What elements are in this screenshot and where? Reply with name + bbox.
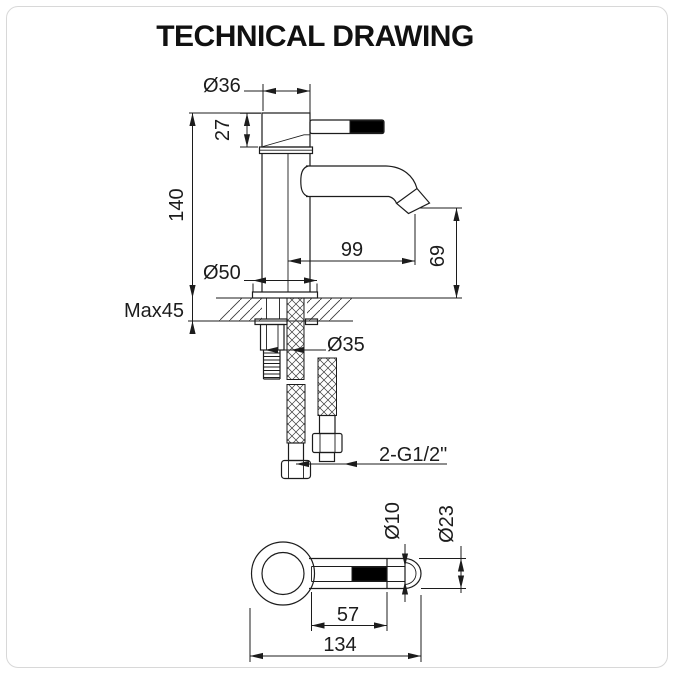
hose-right [317, 357, 337, 416]
handle-plan [309, 557, 422, 590]
handle-end-inner-arc [404, 562, 417, 585]
threaded-rod [262, 350, 281, 380]
dim-label: 2-G1/2" [379, 444, 447, 466]
hose-left-nut [280, 459, 312, 480]
faucet-side-view: Ø36 27 140 Max45 Ø50 [124, 75, 462, 480]
washer-right [304, 318, 319, 326]
dim-label: Ø36 [203, 75, 241, 97]
handle-end-outer-arc [404, 557, 422, 590]
counter-hatch-left [217, 298, 262, 321]
dim-label: Ø50 [203, 262, 241, 284]
dim-label: 99 [341, 239, 363, 261]
dim-label: Ø10 [382, 502, 404, 540]
dim-label: Ø35 [327, 334, 365, 356]
dim-label: 69 [427, 245, 449, 267]
dim-label: 57 [337, 604, 359, 626]
fixing-hardware [254, 318, 319, 380]
hose-left-connector [287, 442, 305, 462]
dim-label: 27 [212, 119, 234, 141]
dim-handle-section-height: 27 [212, 112, 261, 148]
spout-nozzle [395, 187, 431, 215]
dim-label: 140 [166, 188, 188, 221]
dim-handle-grip-length: 57 [311, 592, 388, 631]
hose-left-upper [286, 297, 305, 380]
hose-right-stub [318, 451, 336, 463]
body-cap [261, 112, 311, 148]
body-column [261, 153, 311, 292]
supply-hoses [280, 297, 343, 480]
mounting-nut [259, 323, 285, 351]
handle-grip [349, 120, 384, 134]
hose-right-connector [318, 414, 336, 435]
dim-label: Max45 [124, 300, 184, 322]
dim-hose-connection: 2-G1/2" [296, 444, 447, 468]
page-border [6, 6, 668, 668]
dim-label: Ø23 [436, 505, 458, 543]
body-outer-circle [250, 541, 316, 606]
dim-spout-reach: 99 [288, 214, 416, 265]
body-inner-circle [261, 551, 305, 596]
shank-through-hole [266, 298, 280, 319]
spout [300, 165, 431, 215]
dim-mounting-hole-diameter: Ø35 [265, 334, 365, 356]
dim-handle-rod-diameter: Ø10 [382, 502, 409, 602]
dim-label: 134 [323, 634, 356, 656]
hose-left-lower [286, 384, 306, 444]
hose-right-nut [311, 432, 343, 454]
dim-base-diameter: Ø50 [203, 262, 318, 292]
counter-hatch-right [307, 298, 355, 321]
dim-total-height: 140 [166, 112, 261, 298]
dim-top-diameter: Ø36 [203, 75, 311, 117]
counter-section [216, 297, 462, 322]
dim-overall-length: 134 [249, 595, 422, 662]
dim-spout-outlet-height: 69 [419, 207, 462, 298]
dim-max-counter-thickness: Max45 [124, 298, 216, 334]
handle-pivot-line [262, 134, 310, 147]
handle-grip-plan [351, 566, 388, 582]
dim-handle-end-diameter: Ø23 [419, 505, 466, 593]
faucet-top-view: Ø10 Ø23 57 134 [249, 502, 466, 662]
page-title: TECHNICAL DRAWING [156, 20, 474, 53]
base-flange [251, 291, 319, 299]
